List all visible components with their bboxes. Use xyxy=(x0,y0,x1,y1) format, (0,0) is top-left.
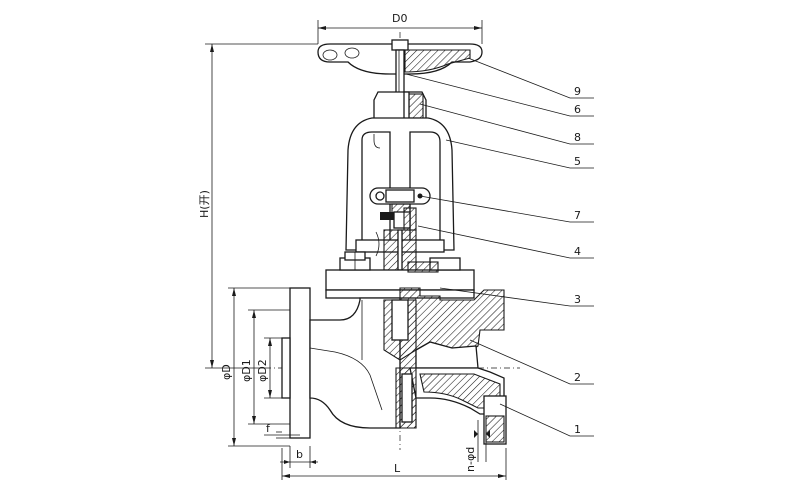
part-number: 1 xyxy=(574,423,581,436)
label-h: H(开) xyxy=(198,190,211,218)
part-number: 6 xyxy=(574,103,581,116)
part-number: 4 xyxy=(574,245,581,258)
part-number: 9 xyxy=(574,85,581,98)
dimension-lines xyxy=(205,20,507,480)
label-l: L xyxy=(394,462,401,475)
valve-body xyxy=(281,287,507,445)
label-phi-d2: φD2 xyxy=(256,359,269,382)
part-number: 7 xyxy=(574,209,581,222)
packing xyxy=(375,229,417,271)
part-number: 3 xyxy=(574,293,581,306)
part-number: 2 xyxy=(574,371,581,384)
dimension-labels: D0 H(开) φD φD1 φD2 f b L n-φd xyxy=(198,12,477,475)
stem-connector xyxy=(369,187,431,231)
label-b: b xyxy=(296,448,303,461)
label-bolt-holes: n-φd xyxy=(464,447,477,472)
stem-nut xyxy=(373,91,427,121)
label-phi-d: φD xyxy=(220,364,233,380)
label-d0: D0 xyxy=(392,12,407,25)
label-phi-d1: φD1 xyxy=(240,359,253,382)
part-number: 8 xyxy=(574,131,581,144)
leader-lines xyxy=(405,57,594,437)
part-number: 5 xyxy=(574,155,581,168)
part-number-labels: 9 6 8 5 7 4 3 2 1 xyxy=(574,85,581,436)
label-f: f xyxy=(266,422,271,435)
